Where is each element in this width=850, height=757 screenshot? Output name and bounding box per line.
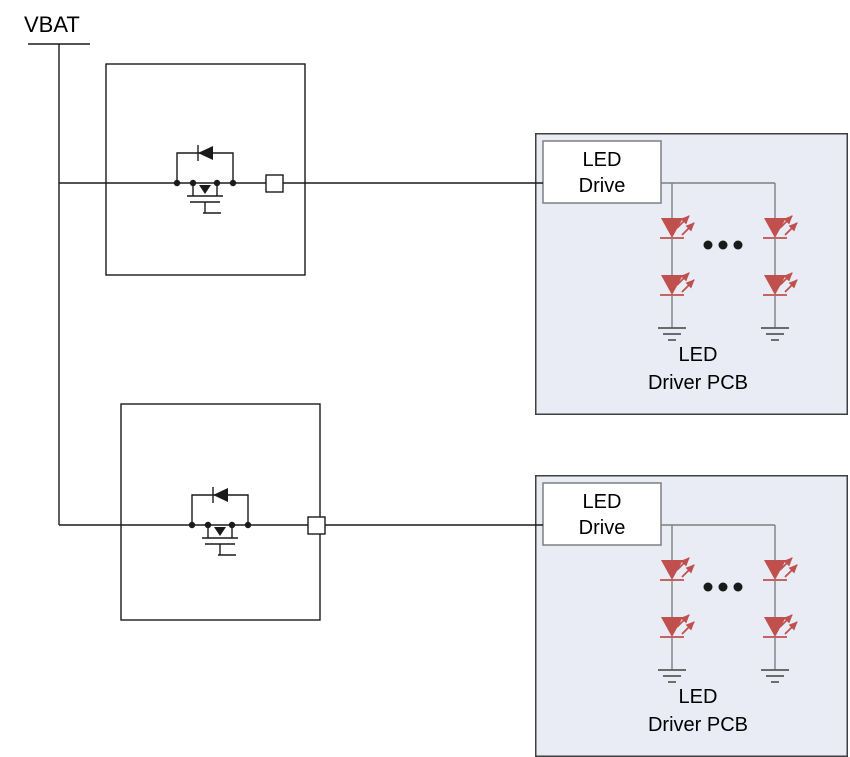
pcb-caption-line1: LED xyxy=(679,344,718,366)
led-drive-label-line1: LED xyxy=(583,149,622,171)
led-drive-label-line2: Drive xyxy=(579,175,626,197)
switch-box-2 xyxy=(120,403,321,621)
connector-square-1 xyxy=(265,174,284,193)
mosfet-2 xyxy=(188,486,252,556)
connector-square-2 xyxy=(307,516,326,535)
pcb-caption-line2: Driver PCB xyxy=(648,372,748,394)
led-drive-label-line2: Drive xyxy=(579,517,626,539)
pcb-caption-line2: Driver PCB xyxy=(648,714,748,736)
vbat-label: VBAT xyxy=(24,12,80,37)
led-drive-label-line1: LED xyxy=(583,491,622,513)
switch-box-1 xyxy=(105,63,306,276)
mosfet-1 xyxy=(173,144,237,214)
pcb-caption-line1: LED xyxy=(679,686,718,708)
